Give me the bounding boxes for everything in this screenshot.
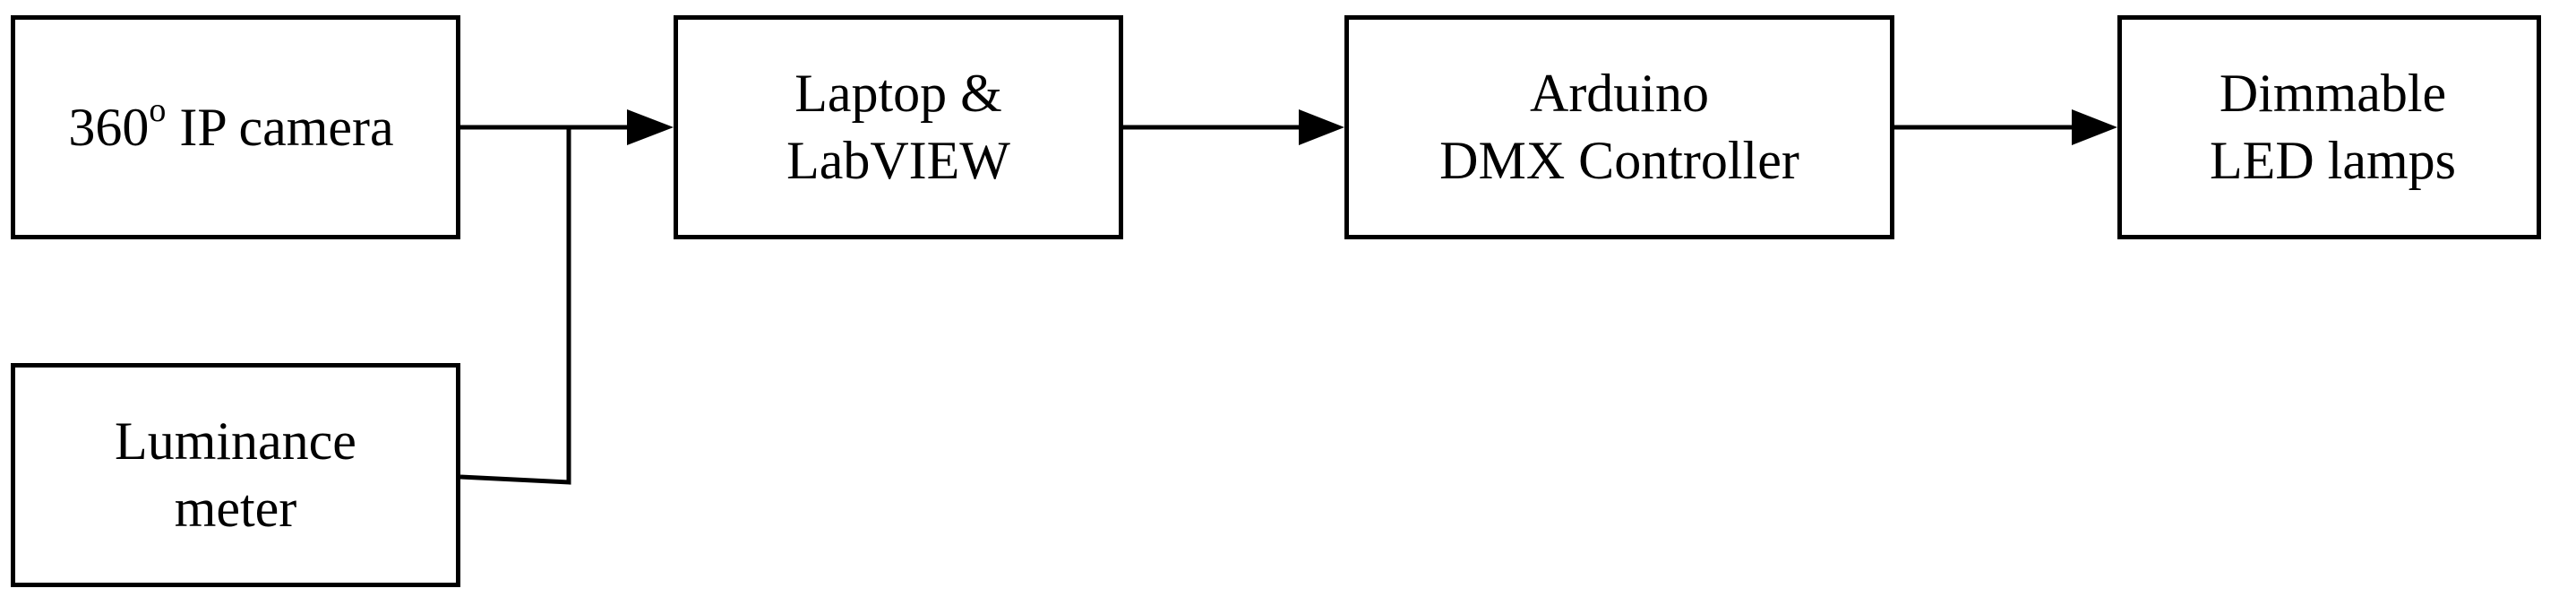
arrowhead-lamps [2072, 109, 2117, 145]
node-arduino-line1: Arduino [1530, 64, 1709, 123]
node-luminance-meter: Luminance meter [11, 363, 460, 587]
node-ip-camera: 360o IP camera [11, 15, 460, 239]
node-dimmable-led-lamps: Dimmable LED lamps [2117, 15, 2541, 239]
node-laptop-line1: Laptop & [794, 64, 1002, 123]
arrowhead-arduino [1299, 109, 1344, 145]
node-arduino-dmx-controller: Arduino DMX Controller [1344, 15, 1894, 239]
node-lamps-line1: Dimmable [2219, 64, 2447, 123]
node-laptop-line2: LabVIEW [786, 131, 1010, 190]
node-meter-line2: meter [174, 479, 297, 538]
node-laptop-labview: Laptop & LabVIEW [674, 15, 1123, 239]
arrowhead-laptop [627, 109, 674, 145]
degree-superscript: o [149, 91, 167, 129]
node-lamps-line2: LED lamps [2210, 131, 2456, 190]
node-ip-camera-label: 360o IP camera [68, 91, 394, 157]
edge-meter-to-laptop [459, 127, 571, 485]
node-arduino-line2: DMX Controller [1439, 131, 1799, 190]
node-meter-line1: Luminance [115, 411, 356, 471]
